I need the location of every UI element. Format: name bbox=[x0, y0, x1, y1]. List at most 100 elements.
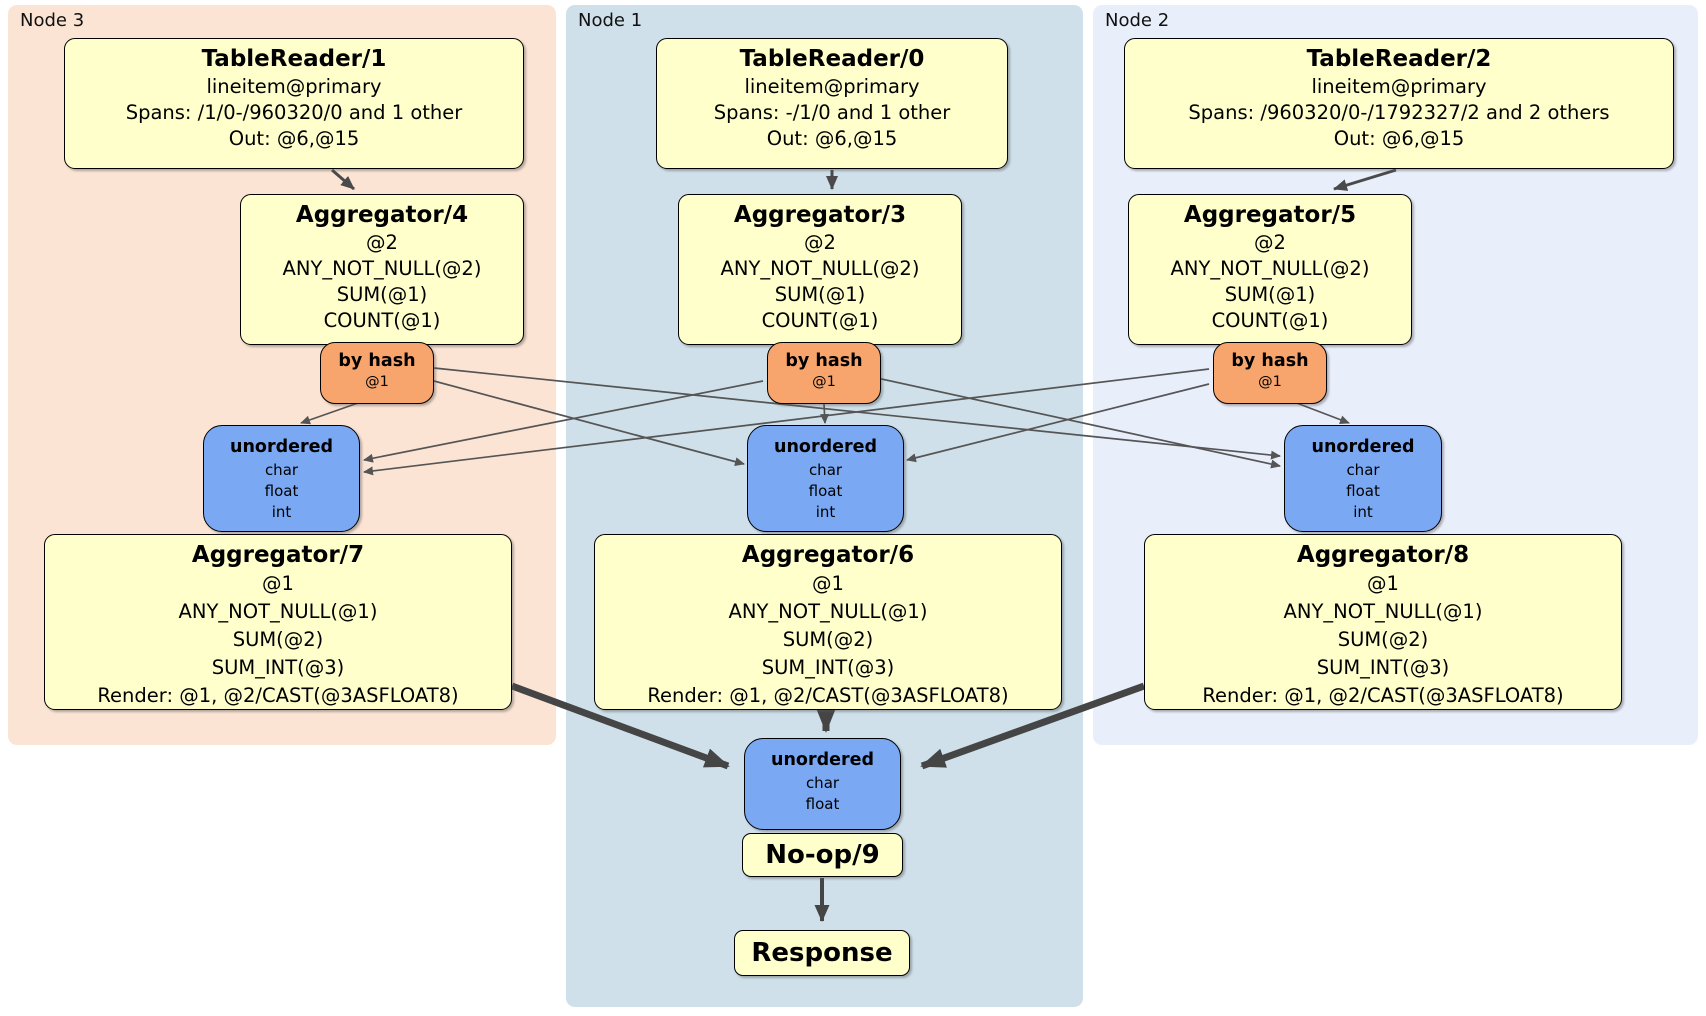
aggregator-7-render: Render: @1, @2/CAST(@3ASFLOAT8) bbox=[97, 684, 459, 707]
unordered-sync-node2-label: unordered bbox=[1311, 437, 1415, 457]
hash-router-node2-key: @1 bbox=[1258, 374, 1282, 390]
tablereader-0-box: TableReader/0 lineitem@primary Spans: -/… bbox=[656, 38, 1008, 169]
tablereader-1-index: lineitem@primary bbox=[206, 75, 382, 98]
unordered-sync-node1: unordered char float int bbox=[747, 425, 904, 532]
aggregator-8-title: Aggregator/8 bbox=[1296, 542, 1470, 568]
aggregator-5-group: @2 bbox=[1254, 231, 1286, 254]
node1-label: Node 1 bbox=[578, 10, 643, 31]
tablereader-2-box: TableReader/2 lineitem@primary Spans: /9… bbox=[1124, 38, 1674, 169]
tablereader-0-spans: Spans: -/1/0 and 1 other bbox=[713, 101, 951, 124]
aggregator-6-title: Aggregator/6 bbox=[741, 542, 915, 568]
aggregator-7-box: Aggregator/7 @1 ANY_NOT_NULL(@1) SUM(@2)… bbox=[44, 534, 512, 710]
tablereader-1-out: Out: @6,@15 bbox=[228, 127, 360, 150]
aggregator-8-box: Aggregator/8 @1 ANY_NOT_NULL(@1) SUM(@2)… bbox=[1144, 534, 1622, 710]
edge-router3-sync1 bbox=[433, 380, 745, 467]
aggregator-4-box: Aggregator/4 @2 ANY_NOT_NULL(@2) SUM(@1)… bbox=[240, 194, 524, 345]
tablereader-1-spans: Spans: /1/0-/960320/0 and 1 other bbox=[125, 101, 463, 124]
edge-router2-sync1 bbox=[906, 383, 1210, 463]
hash-router-node1: by hash @1 bbox=[767, 342, 881, 404]
unordered-sync-node3-label: unordered bbox=[230, 437, 333, 457]
edge-router1-sync3 bbox=[363, 380, 764, 463]
hash-router-node2-label: by hash bbox=[1231, 351, 1309, 371]
edge-agg7-syncfinal bbox=[510, 682, 730, 770]
node3-label: Node 3 bbox=[20, 10, 85, 31]
noop-box: No-op/9 bbox=[742, 833, 903, 877]
aggregator-7-title: Aggregator/7 bbox=[191, 542, 365, 568]
sync2-col2: float bbox=[1346, 482, 1380, 500]
aggregator-6-box: Aggregator/6 @1 ANY_NOT_NULL(@1) SUM(@2)… bbox=[594, 534, 1062, 710]
sync1-col1: char bbox=[808, 461, 843, 479]
unordered-sync-final-label: unordered bbox=[771, 750, 874, 770]
aggregator-6-fn2: SUM(@2) bbox=[782, 628, 874, 651]
aggregator-8-render: Render: @1, @2/CAST(@3ASFLOAT8) bbox=[1202, 684, 1564, 707]
tablereader-1-box: TableReader/1 lineitem@primary Spans: /1… bbox=[64, 38, 524, 169]
aggregator-3-group: @2 bbox=[804, 231, 836, 254]
edge-router3-sync3 bbox=[300, 402, 359, 425]
edge-agg8-syncfinal bbox=[920, 682, 1146, 770]
aggregator-3-title: Aggregator/3 bbox=[733, 202, 907, 228]
unordered-sync-node3: unordered char float int bbox=[203, 425, 360, 532]
aggregator-6-fn1: ANY_NOT_NULL(@1) bbox=[728, 600, 928, 623]
aggregator-4-title: Aggregator/4 bbox=[295, 202, 469, 228]
aggregator-7-fn3: SUM_INT(@3) bbox=[211, 656, 345, 679]
syncfinal-col2: float bbox=[805, 795, 840, 813]
hash-router-node3-key: @1 bbox=[365, 374, 389, 390]
hash-router-node1-label: by hash bbox=[785, 351, 863, 371]
node2-label: Node 2 bbox=[1105, 10, 1170, 31]
tablereader-0-index: lineitem@primary bbox=[744, 75, 920, 98]
aggregator-5-fn1: ANY_NOT_NULL(@2) bbox=[1170, 257, 1370, 280]
edge-tr1-agg4 bbox=[331, 168, 355, 191]
aggregator-5-fn3: COUNT(@1) bbox=[1211, 309, 1329, 332]
aggregator-5-box: Aggregator/5 @2 ANY_NOT_NULL(@2) SUM(@1)… bbox=[1128, 194, 1412, 345]
aggregator-7-group: @1 bbox=[262, 572, 294, 595]
tablereader-2-title: TableReader/2 bbox=[1306, 46, 1492, 72]
unordered-sync-node2: unordered char float int bbox=[1284, 425, 1442, 532]
aggregator-4-fn3: COUNT(@1) bbox=[323, 309, 441, 332]
sync2-col1: char bbox=[1346, 461, 1380, 479]
aggregator-6-render: Render: @1, @2/CAST(@3ASFLOAT8) bbox=[647, 684, 1009, 707]
aggregator-4-group: @2 bbox=[366, 231, 398, 254]
unordered-sync-final: unordered char float bbox=[744, 738, 901, 830]
hash-router-node3-label: by hash bbox=[338, 351, 416, 371]
tablereader-0-out: Out: @6,@15 bbox=[766, 127, 898, 150]
tablereader-1-title: TableReader/1 bbox=[201, 46, 387, 72]
aggregator-4-fn1: ANY_NOT_NULL(@2) bbox=[282, 257, 482, 280]
aggregator-8-fn1: ANY_NOT_NULL(@1) bbox=[1283, 600, 1483, 623]
noop-title: No-op/9 bbox=[765, 840, 880, 870]
aggregator-8-fn3: SUM_INT(@3) bbox=[1316, 656, 1450, 679]
aggregator-8-fn2: SUM(@2) bbox=[1337, 628, 1429, 651]
edge-router2-sync3 bbox=[363, 368, 1210, 476]
sync1-col2: float bbox=[808, 482, 843, 500]
sync3-col1: char bbox=[264, 461, 299, 479]
aggregator-6-fn3: SUM_INT(@3) bbox=[761, 656, 895, 679]
tablereader-2-spans: Spans: /960320/0-/1792327/2 and 2 others bbox=[1188, 101, 1610, 124]
edge-router1-sync1 bbox=[820, 403, 830, 424]
aggregator-4-fn2: SUM(@1) bbox=[336, 283, 428, 306]
hash-router-node2: by hash @1 bbox=[1213, 342, 1327, 404]
sync3-col3: int bbox=[271, 503, 292, 521]
aggregator-7-fn2: SUM(@2) bbox=[232, 628, 324, 651]
response-box: Response bbox=[734, 930, 910, 976]
response-title: Response bbox=[751, 938, 893, 968]
aggregator-8-group: @1 bbox=[1367, 572, 1399, 595]
hash-router-node1-key: @1 bbox=[812, 374, 836, 390]
unordered-sync-node1-label: unordered bbox=[774, 437, 877, 457]
hash-router-node3: by hash @1 bbox=[320, 342, 434, 404]
aggregator-5-fn2: SUM(@1) bbox=[1224, 283, 1316, 306]
aggregator-6-group: @1 bbox=[812, 572, 844, 595]
sync3-col2: float bbox=[264, 482, 299, 500]
aggregator-3-fn2: SUM(@1) bbox=[774, 283, 866, 306]
syncfinal-col1: char bbox=[805, 774, 840, 792]
aggregator-5-title: Aggregator/5 bbox=[1183, 202, 1357, 228]
aggregator-3-box: Aggregator/3 @2 ANY_NOT_NULL(@2) SUM(@1)… bbox=[678, 194, 962, 345]
tablereader-2-index: lineitem@primary bbox=[1311, 75, 1487, 98]
sync1-col3: int bbox=[815, 503, 836, 521]
tablereader-2-out: Out: @6,@15 bbox=[1333, 127, 1465, 150]
sync2-col3: int bbox=[1353, 503, 1373, 521]
tablereader-0-title: TableReader/0 bbox=[739, 46, 925, 72]
aggregator-7-fn1: ANY_NOT_NULL(@1) bbox=[178, 600, 378, 623]
aggregator-3-fn1: ANY_NOT_NULL(@2) bbox=[720, 257, 920, 280]
edge-router2-sync2 bbox=[1293, 401, 1350, 424]
